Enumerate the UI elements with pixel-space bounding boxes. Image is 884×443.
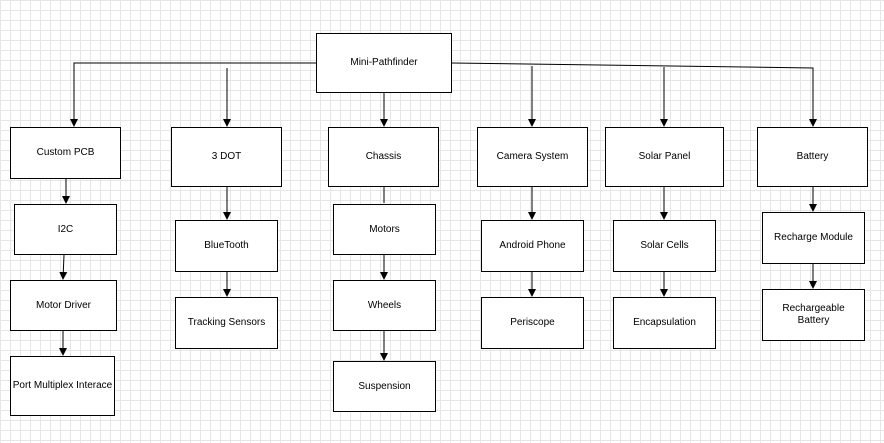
node-label: I2C [57, 223, 74, 235]
node-3dot: 3 DOT [171, 127, 282, 187]
node-label: Tracking Sensors [187, 317, 266, 328]
node-label: Port Multiplex Interace [12, 380, 113, 391]
node-solar-panel: Solar Panel [605, 127, 724, 187]
node-bluetooth: BlueTooth [175, 220, 278, 272]
node-label: Solar Cells [640, 240, 689, 251]
node-recharge-module: Recharge Module [762, 212, 865, 264]
node-label: Android Phone [499, 240, 566, 251]
node-label: 3 DOT [211, 151, 242, 162]
node-motors: Motors [333, 204, 436, 255]
node-solar-cells: Solar Cells [613, 220, 716, 272]
node-label: Motors [369, 223, 400, 235]
node-port-multiplex: Port Multiplex Interace [10, 356, 115, 416]
node-label: Motor Driver [35, 299, 91, 311]
connector-i2c-motordriver [59, 254, 68, 280]
node-label: Periscope [510, 317, 555, 328]
node-motor-driver: Motor Driver [10, 280, 117, 331]
node-label: Battery [796, 151, 829, 162]
node-label: Solar Panel [638, 151, 691, 162]
node-chassis: Chassis [328, 127, 439, 187]
node-label: Custom PCB [36, 147, 95, 158]
connector-root-battery [451, 62, 817, 127]
node-i2c: I2C [14, 204, 117, 255]
node-wheels: Wheels [333, 280, 436, 331]
node-label: Chassis [365, 151, 402, 162]
node-battery: Battery [757, 127, 868, 187]
node-encapsulation: Encapsulation [613, 297, 716, 349]
node-android-phone: Android Phone [481, 220, 584, 272]
node-label: Camera System [496, 151, 569, 162]
node-label: Encapsulation [633, 317, 696, 328]
node-label: BlueTooth [204, 240, 249, 251]
node-periscope: Periscope [481, 297, 584, 349]
node-custom-pcb: Custom PCB [10, 127, 121, 179]
node-tracking-sensors: Tracking Sensors [175, 297, 278, 349]
node-root: Mini-Pathfinder [316, 33, 452, 93]
connector-root-custom-pcb [70, 62, 316, 127]
node-label: Recharge Module [774, 232, 853, 243]
node-suspension: Suspension [333, 361, 436, 412]
node-label: Wheels [367, 299, 402, 311]
node-root-label: Mini-Pathfinder [350, 57, 418, 68]
node-label: Suspension [358, 380, 411, 392]
node-label: Rechargeable Battery [782, 303, 845, 326]
node-rechargeable-battery: Rechargeable Battery [762, 289, 865, 341]
node-camera-system: Camera System [477, 127, 588, 187]
